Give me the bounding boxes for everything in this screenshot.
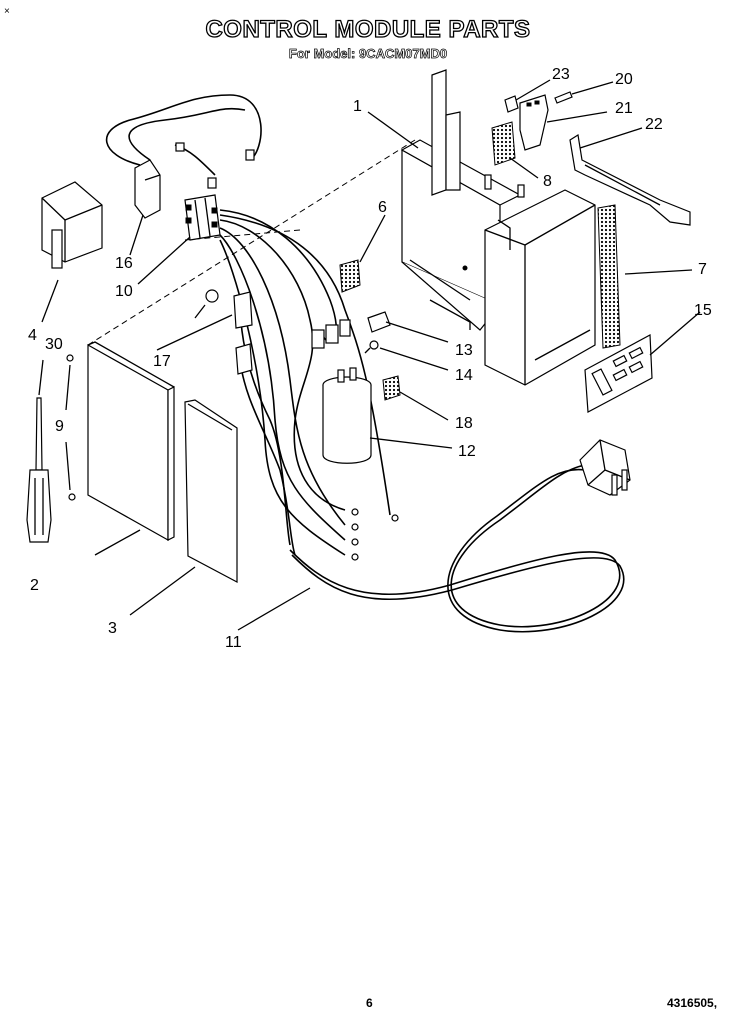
callout-8: 8 (543, 173, 552, 190)
control-box-housing (400, 69, 596, 386)
callout-9: 9 (55, 418, 64, 435)
callout-4: 4 (28, 327, 37, 344)
assembly-guide-lines (87, 139, 416, 346)
control-panel-plate-15 (584, 334, 653, 413)
power-plug (579, 439, 631, 496)
callout-16: 16 (115, 255, 133, 272)
callout-1: 1 (353, 98, 362, 115)
callout-leaders (38, 79, 701, 631)
callout-2: 2 (30, 577, 39, 594)
callout-18: 18 (455, 415, 473, 432)
filter-pad-6 (339, 259, 361, 293)
callout-13: 13 (455, 342, 473, 359)
clip-13 (367, 311, 391, 333)
callout-30: 30 (45, 336, 63, 353)
ground-screw-17 (194, 289, 253, 375)
access-panel-2 (87, 341, 175, 542)
filter-strip-7 (597, 204, 621, 349)
page-number: 6 (366, 996, 373, 1010)
gasket-panel-3 (184, 399, 238, 583)
corner-mark: × (4, 6, 10, 17)
model-subtitle: For Model: 9CACM07MD0 (288, 46, 448, 62)
main-harness (219, 209, 625, 633)
callout-17: 17 (153, 353, 171, 370)
callout-10: 10 (115, 283, 133, 300)
callout-12: 12 (458, 443, 476, 460)
bracket-23 (504, 95, 519, 113)
callout-7: 7 (698, 261, 707, 278)
callout-15: 15 (694, 302, 712, 319)
callout-23: 23 (552, 66, 570, 83)
page-title: CONTROL MODULE PARTS (205, 15, 531, 43)
filter-pad-8 (491, 121, 516, 166)
side-cover-4 (41, 181, 103, 269)
callout-labels: 1 2 3 4 6 7 8 9 10 11 12 13 14 15 16 17 … (28, 66, 712, 651)
document-number: 4316505, (667, 996, 718, 1010)
screwdriver-30 (26, 397, 52, 543)
callout-6: 6 (378, 199, 387, 216)
callout-3: 3 (108, 620, 117, 637)
terminal-block-10 (184, 194, 221, 241)
wire-connectors (311, 319, 351, 349)
upper-harness (105, 94, 262, 189)
screw-14 (364, 340, 379, 354)
callout-21: 21 (615, 100, 633, 117)
connector-16 (134, 159, 161, 219)
callout-14: 14 (455, 367, 473, 384)
screw-9 (66, 354, 76, 501)
callout-11: 11 (225, 634, 242, 651)
screw-20 (554, 91, 573, 104)
foam-pad-18 (382, 375, 401, 401)
capacitor-12 (322, 367, 372, 464)
callout-20: 20 (615, 71, 633, 88)
slide-bracket-22 (569, 134, 691, 226)
relay-21 (519, 94, 549, 151)
callout-22: 22 (645, 116, 663, 133)
